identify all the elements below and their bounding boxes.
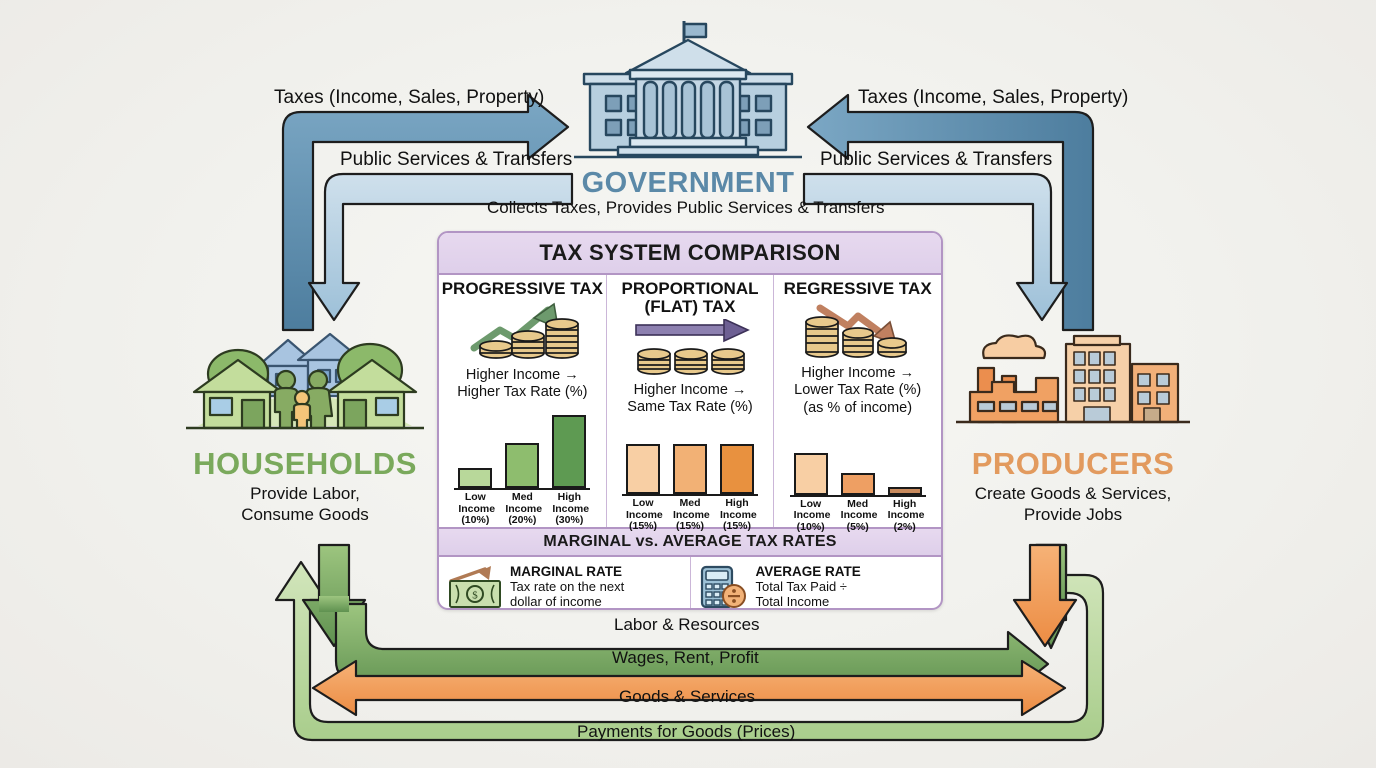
flat-coins-arrow-icon [624,318,756,377]
arrow-goods-producers-stub [1012,543,1078,648]
label-labor-resources: Labor & Resources [614,615,760,634]
government-building-icon [560,18,816,168]
households-entity: HOUSEHOLDS Provide Labor, Consume Goods [167,330,443,525]
producers-desc-line2: Provide Jobs [1023,504,1123,524]
xlabel-high: High Income (15%) [720,496,757,533]
xlabel-med: Med Income (5%) [840,497,878,534]
xlabel-med: Med Income (15%) [673,496,710,533]
government-entity: GOVERNMENT [560,18,816,198]
average-rate-title: AVERAGE RATE [755,563,861,579]
proportional-sub-line1: Higher Income → [633,381,747,398]
marginal-rate-title: MARGINAL RATE [510,563,622,579]
bar-low [626,443,660,494]
xlabel-low: Low Income (10%) [458,490,496,527]
label-public-services-right: Public Services & Transfers [820,149,1053,170]
producers-title: PRODUCERS [971,446,1175,481]
label-public-services-left: Public Services & Transfers [340,149,573,170]
bar-high [720,443,754,494]
average-rate-desc1: Total Tax Paid ÷ [755,579,847,595]
bar-low [458,467,493,488]
tax-system-comparison-panel: TAX SYSTEM COMPARISON PROGRESSIVE TAX [437,231,943,610]
households-desc-line2: Consume Goods [241,504,369,524]
bar-high [552,414,587,488]
falling-coins-arrow-icon [792,300,924,360]
regressive-sub-line2: Lower Tax Rate (%) [794,382,922,399]
average-rate-item: AVERAGE RATE Total Tax Paid ÷ Total Inco… [691,557,942,610]
regressive-sub-line3: (as % of income) [803,399,913,416]
tax-column-regressive: REGRESSIVE TAX [774,275,941,533]
progressive-title: PROGRESSIVE TAX [441,279,603,298]
marginal-rate-item: $ MARGINAL RATE Tax rate on the next dol… [439,557,691,610]
label-goods-services: Goods & Services [619,687,756,706]
households-desc-line1: Provide Labor, [250,483,360,503]
marginal-rate-desc1: Tax rate on the next [510,579,625,595]
xlabel-high: High Income (2%) [887,497,925,534]
bar-med [840,472,875,495]
regressive-title: REGRESSIVE TAX [783,279,932,298]
progressive-sub-line2: Higher Tax Rate (%) [457,384,588,401]
calculator-divide-icon [699,564,749,609]
government-subtitle: Collects Taxes, Provides Public Services… [487,198,885,217]
regressive-bar-chart: Low Income (10%) Med Income (5%) High [774,417,941,534]
proportional-title-line2: (FLAT) TAX [644,297,736,317]
proportional-sub-line2: Same Tax Rate (%) [627,398,753,415]
factory-buildings-icon [935,330,1211,448]
marginal-average-header: MARGINAL vs. AVERAGE TAX RATES [439,527,941,557]
bar-low [793,452,828,495]
dollar-bill-arrow-icon: $ [447,565,503,609]
proportional-title-line1: PROPORTIONAL [621,279,759,298]
marginal-average-row: $ MARGINAL RATE Tax rate on the next dol… [439,557,942,610]
xlabel-high: High Income (30%) [552,490,590,527]
tax-panel-title: TAX SYSTEM COMPARISON [439,233,941,275]
regressive-sub-line1: Higher Income → [801,365,915,382]
xlabel-low: Low Income (10%) [793,497,831,534]
households-title: HOUSEHOLDS [193,446,417,481]
progressive-bar-chart: Low Income (10%) Med Income (20%) High [439,410,606,527]
proportional-bar-chart: Low Income (15%) Med Income (15%) High [607,416,774,533]
average-rate-desc2: Total Income [755,594,830,610]
label-payments-for-goods: Payments for Goods (Prices) [577,722,796,741]
arrow-wages-producers-stub [1027,543,1075,650]
bar-med [505,442,540,488]
label-wages-rent-profit: Wages, Rent, Profit [612,648,759,667]
bar-med [673,443,707,494]
marginal-rate-desc2: dollar of income [510,594,602,610]
xlabel-med: Med Income (20%) [505,490,543,527]
tax-column-progressive: PROGRESSIVE TAX [439,275,607,527]
svg-text:$: $ [472,589,478,601]
label-taxes-left: Taxes (Income, Sales, Property) [274,87,545,108]
tax-columns: PROGRESSIVE TAX [439,275,941,533]
xlabel-low: Low Income (15%) [626,496,663,533]
progressive-sub-line1: Higher Income → [465,367,579,384]
label-taxes-right: Taxes (Income, Sales, Property) [858,87,1129,108]
rising-coins-arrow-icon [456,300,588,362]
houses-family-icon [167,330,443,448]
government-title: GOVERNMENT [581,167,795,199]
producers-entity: PRODUCERS Create Goods & Services, Provi… [935,330,1211,525]
producers-desc-line1: Create Goods & Services, [974,483,1172,503]
tax-column-proportional: PROPORTIONAL (FLAT) TAX [607,275,775,532]
bar-high [887,486,922,495]
